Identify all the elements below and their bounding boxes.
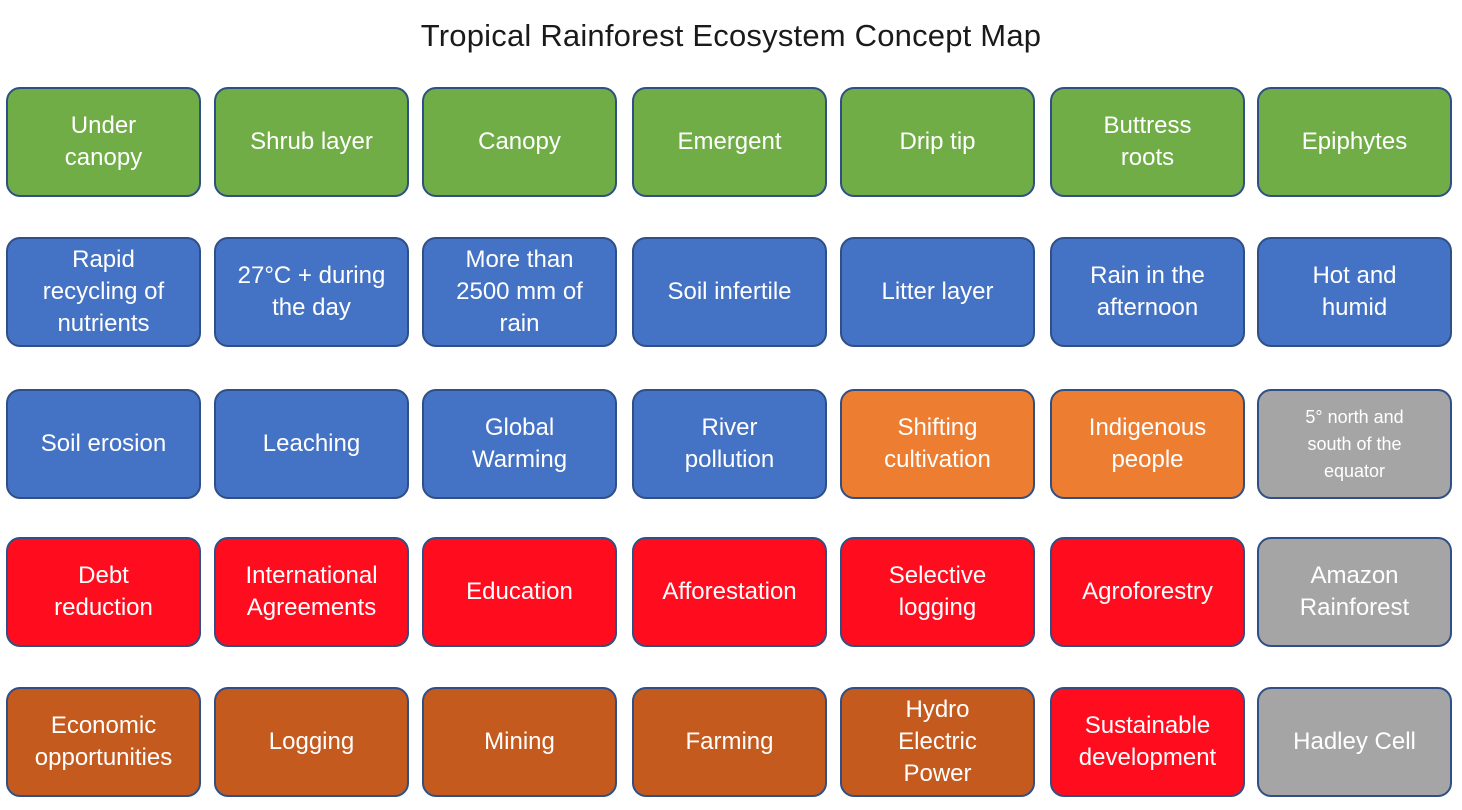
concept-card-label: Emergent bbox=[677, 128, 782, 156]
concept-card-hadley-cell: Hadley Cell bbox=[1257, 687, 1452, 797]
concept-card-soil-erosion: Soil erosion bbox=[6, 389, 201, 499]
concept-card-label: Agroforestry bbox=[1082, 578, 1213, 606]
concept-card-label: Soil infertile bbox=[667, 278, 792, 306]
concept-card-soil-infertile: Soil infertile bbox=[632, 237, 827, 347]
concept-card-label: Farming bbox=[685, 728, 774, 756]
concept-card-label: Education bbox=[466, 578, 573, 606]
concept-card-label: Afforestation bbox=[662, 578, 797, 606]
concept-card-emergent: Emergent bbox=[632, 87, 827, 197]
concept-card-label: Shrub layer bbox=[250, 128, 373, 156]
concept-card-label: Soil erosion bbox=[40, 430, 167, 458]
concept-card-afforestation: Afforestation bbox=[632, 537, 827, 647]
diagram-title: Tropical Rainforest Ecosystem Concept Ma… bbox=[420, 18, 1042, 53]
concept-card-label: Litter layer bbox=[881, 278, 994, 306]
concept-card-mining: Mining bbox=[422, 687, 617, 797]
concept-card-label: Canopy bbox=[478, 128, 561, 156]
concept-card-litter-layer: Litter layer bbox=[840, 237, 1035, 347]
concept-card-label: Leaching bbox=[262, 430, 361, 458]
concept-card-drip-tip: Drip tip bbox=[840, 87, 1035, 197]
concept-card-label: Epiphytes bbox=[1301, 128, 1408, 156]
concept-card-agroforestry: Agroforestry bbox=[1050, 537, 1245, 647]
concept-card-canopy: Canopy bbox=[422, 87, 617, 197]
concept-card-logging: Logging bbox=[214, 687, 409, 797]
concept-card-label: Drip tip bbox=[899, 128, 976, 156]
concept-card-epiphytes: Epiphytes bbox=[1257, 87, 1452, 197]
concept-card-shrub-layer: Shrub layer bbox=[214, 87, 409, 197]
concept-card-label: Logging bbox=[268, 728, 355, 756]
concept-card-farming: Farming bbox=[632, 687, 827, 797]
concept-card-education: Education bbox=[422, 537, 617, 647]
concept-card-label: Mining bbox=[484, 728, 555, 756]
concept-card-leaching: Leaching bbox=[214, 389, 409, 499]
concept-card-label: Hadley Cell bbox=[1293, 728, 1416, 756]
